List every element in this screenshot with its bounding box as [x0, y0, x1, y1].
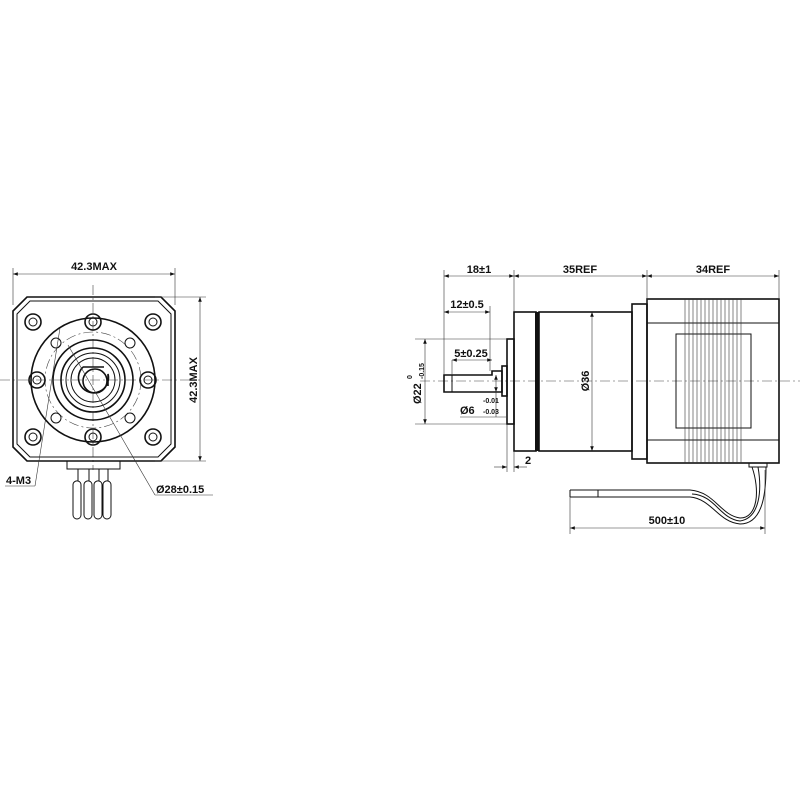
pilot-boss [60, 347, 126, 413]
flat-length-dimension: 12±0.5 [450, 299, 484, 311]
flat-depth-dimension: 5±0.25 [454, 348, 488, 360]
width-dimension: 42.3MAX [71, 261, 118, 273]
motor-adapter-flange [631, 303, 648, 460]
gearbox-front-ring [513, 311, 537, 452]
shaft-end [82, 368, 108, 394]
gearbox-diameter-label: Ø36 [580, 371, 592, 392]
gearbox-screws [28, 313, 157, 446]
output-shaft [443, 370, 503, 393]
thread-callout: 4-M3 [6, 475, 31, 487]
chamfer-outline [16, 300, 172, 458]
corner-holes [24, 313, 162, 446]
lead-length-dimension: 500±10 [649, 515, 686, 527]
shaft-tol-upper: -0.01 [483, 398, 499, 405]
motor-length-dimension: 34REF [696, 264, 731, 276]
svg-text:Ø22: Ø22 [412, 383, 424, 404]
lead-wires [72, 469, 112, 520]
front-view: 42.3MAX 42.3MAX 4-M3 Ø28±0.15 [0, 261, 213, 520]
stator-laminations [684, 299, 742, 463]
svg-text:0: 0 [407, 375, 414, 379]
gearbox-groove [535, 312, 539, 451]
side-view: 18±1 35REF 34REF 12±0.5 5±0.25 Ø22 0 -0.… [407, 264, 800, 534]
bearing-ring [70, 357, 116, 403]
pilot-diameter-label: Ø22 0 -0.15 [407, 363, 426, 404]
svg-text:-0.15: -0.15 [419, 363, 426, 379]
m3-tapped-holes [50, 337, 136, 424]
motor-label-area [675, 333, 752, 429]
pilot-flange [506, 338, 515, 425]
pilot-inner [65, 352, 121, 408]
pilot-thickness-dimension: 2 [525, 455, 531, 467]
connector [66, 460, 121, 470]
height-dimension: 42.3MAX [188, 356, 200, 403]
gearbox-length-dimension: 35REF [563, 264, 598, 276]
pilot-outer [52, 339, 134, 421]
shaft-tol-lower: -0.03 [483, 409, 499, 416]
pilot-diameter-callout: Ø28±0.15 [156, 484, 204, 496]
shaft-length-dimension: 18±1 [467, 264, 491, 276]
shaft-diameter-label: Ø6 [460, 405, 475, 417]
